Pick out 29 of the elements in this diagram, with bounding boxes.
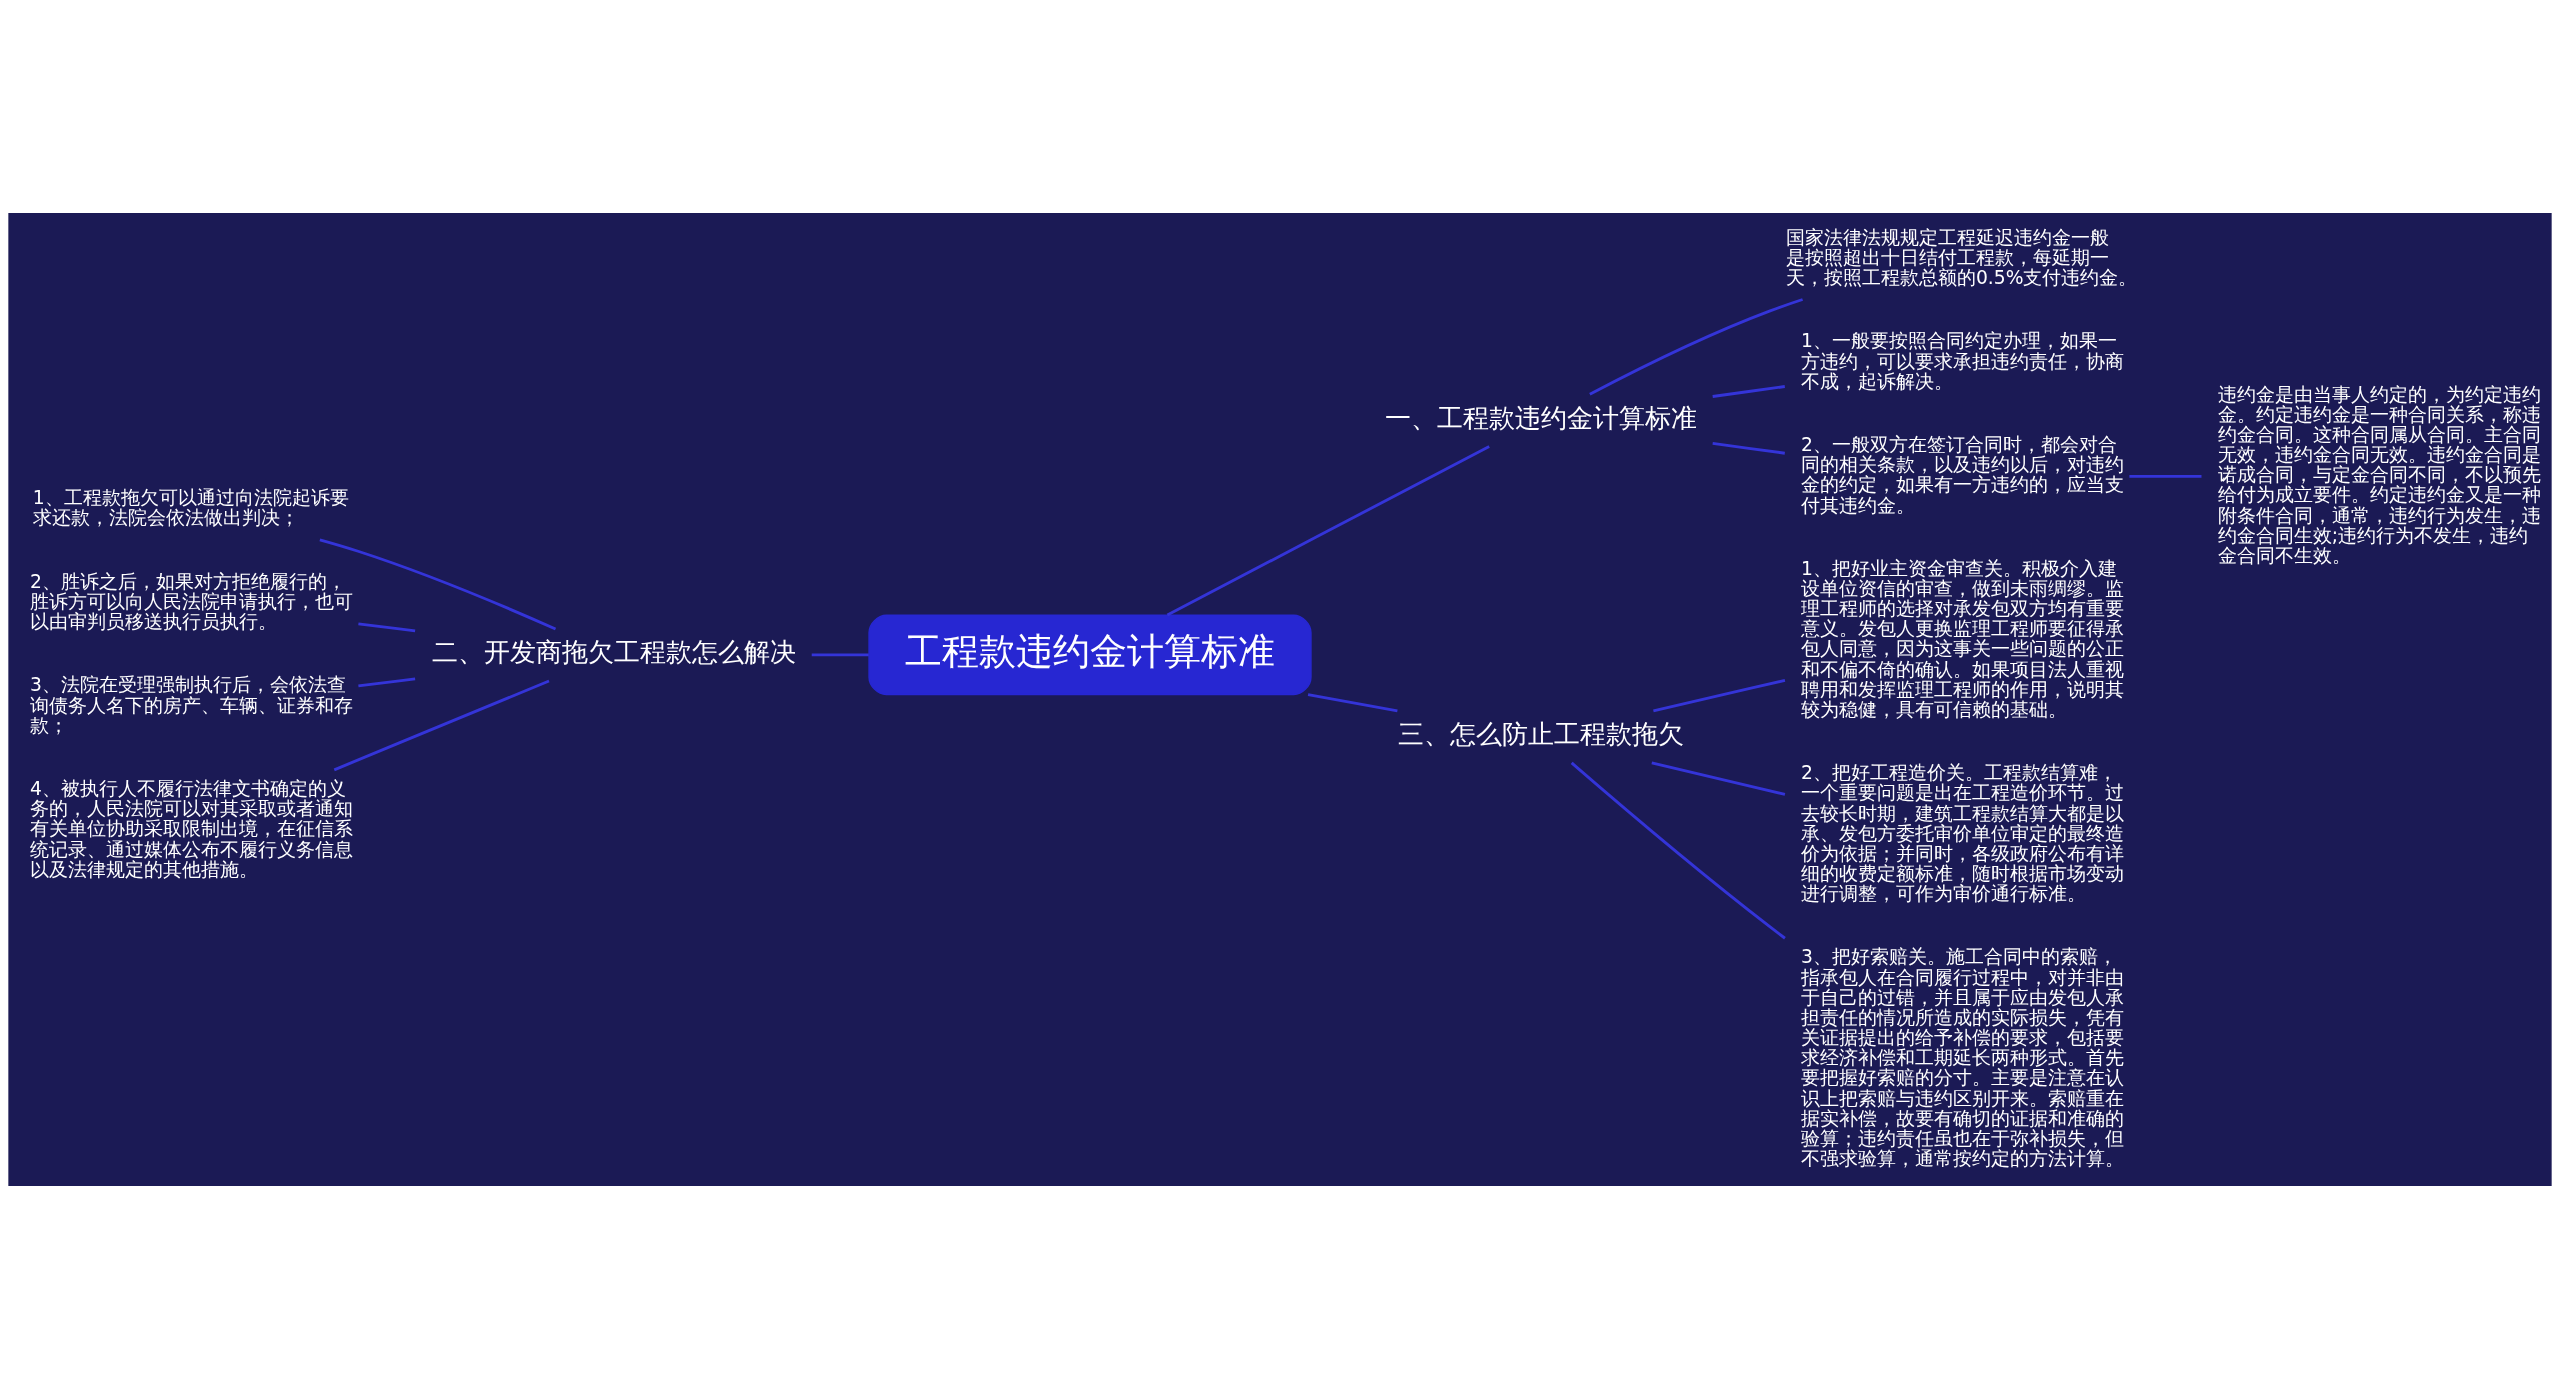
node-text: 1、工程款拖欠可以通过向法院起诉要求还款，法院会依法做出判决； [32, 487, 349, 529]
connector [1651, 761, 1786, 796]
connector [1570, 761, 1786, 940]
node-text: 1、把好业主资金审查关。积极介入建设单位资信的审查，做到未雨绸缪。监理工程师的选择对承发包双方均有重要意义。发包人更换监理工程师要征得承包人同意，因为这事关一些问题的公正和不偏不倚的确认。如果项目法人重视聘用和发挥监理工程师的作用，说明其较为稳健，具有可信赖的基础。 [1801, 557, 2125, 720]
connector [319, 538, 557, 631]
node-text: 三、怎么防止工程款拖欠 [1397, 719, 1684, 750]
node-text: 1、一般要按照合同约定办理，如果一方违约，可以要求承担违约责任，协商不成，起诉解决。 [1801, 330, 2125, 392]
connector [1712, 442, 1785, 455]
connector [358, 622, 416, 633]
node-text: 2、胜诉之后，如果对方拒绝履行的，胜诉方可以向人民法院申请执行，也可以由审判员移送执行员执行。 [29, 570, 353, 633]
connector [1589, 298, 1804, 396]
node-text: 一、工程款违约金计算标准 [1384, 402, 1697, 433]
connector [358, 677, 416, 688]
node-text: 2、一般双方在签订合同时，都会对合同的相关条款，以及违约以后，对违约金的约定，如果有一方违约的，应当支付其违约金。 [1801, 434, 2125, 516]
connector [1166, 445, 1490, 617]
node-box: 工程款违约金计算标准 [868, 614, 1312, 696]
connector [1653, 678, 1786, 713]
connector [1712, 385, 1785, 398]
node-text: 3、法院在受理强制执行后，会依法查询债务人名下的房产、车辆、证券和存款； [29, 674, 353, 736]
connector [333, 679, 550, 772]
node-text: 4、被执行人不履行法律文书确定的义务的，人民法院可以对其采取或者通知有关单位协助采取限制出境，在征信系统记录、通过媒体公布不履行义务信息以及法律规定的其他措施。 [29, 778, 353, 880]
node-text: 违约金是由当事人约定的，为约定违约金。约定违约金是一种合同关系，称违约金合同。这种合同属从合同。主合同无效，违约金合同无效。违约金合同是诺成合同，与定金合同不同，不以预先给付为成立要件。约定违约金又是一种附条件合同，通常，违约行为发生，违约金合同生效;违约行为不发生，违约金合同不生效。 [2217, 383, 2541, 566]
node-text: 国家法律法规规定工程延迟违约金一般是按照超出十日结付工程款，每延期一天，按照工程款总额的0.5%支付违约金。 [1785, 226, 2138, 289]
connector [2129, 474, 2202, 478]
node-text: 2、把好工程造价关。工程款结算难，一个重要问题是出在工程造价环节。过去较长时期，建筑工程款结算大都是以承、发包方委托审价单位审定的最终造价为依据；并同时，各级政府公布有详细的收费定额标准，随时根据市场变动进行调整，可作为审价通行标准。 [1801, 762, 2125, 905]
node-text: 3、把好索赔关。施工合同中的索赔，指承包人在合同履行过程中，对并非由于自己的过错，并且属于应由发包人承担责任的情况所造成的实际损失，凭有关证据提出的给予补偿的要求，包括要求经济补偿和工期延长两种形式。首先要把握好索赔的分寸。主要是注意在认识上把索赔与违约区别开来。索赔重在据实补偿，故要有确切的证据和准确的验算；违约责任虽也在于弥补损失，但不强求验算，通常按约定的方法计算。 [1801, 946, 2125, 1169]
connector [811, 653, 869, 657]
node-text: 二、开发商拖欠工程款怎么解决 [431, 637, 796, 668]
connector [1307, 693, 1398, 713]
